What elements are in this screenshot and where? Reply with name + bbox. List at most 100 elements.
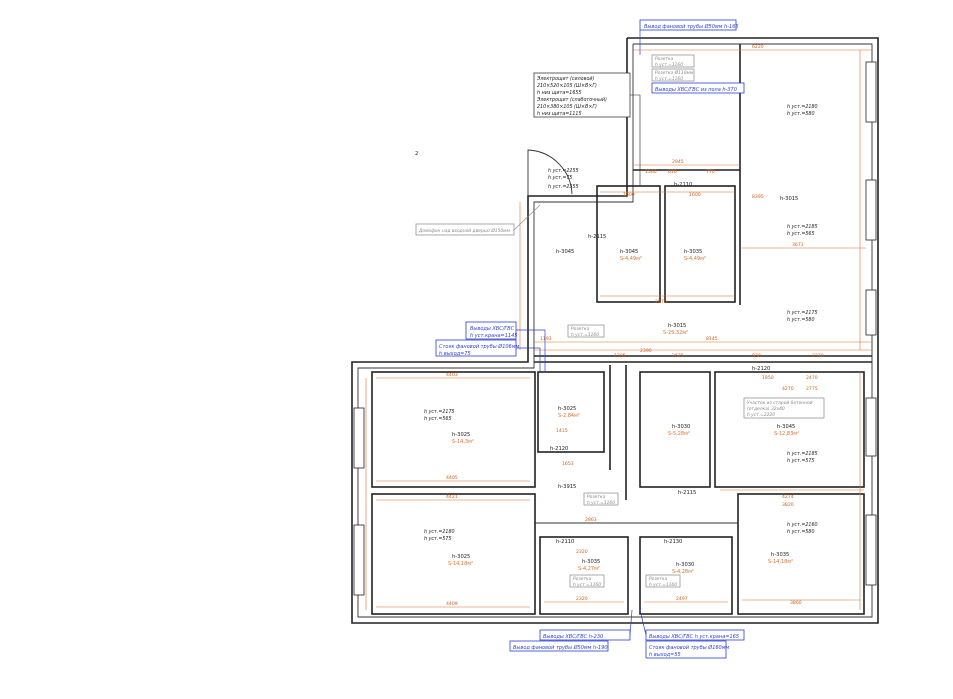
window-6 [353,407,365,469]
svg-text:h уст.=2175: h уст.=2175 [424,409,455,415]
callout-bottom-right-fan: Стояк фановой трубы Ø160мм h выход=55 [645,640,730,659]
dim-label: 4274 [782,494,794,500]
svg-text:S-25,32м²: S-25,32м² [663,330,688,336]
windows [353,61,877,596]
room-corridor-entry: h-3045 [556,249,574,255]
callout-door-video: Домофон над входной дверью Ø150мм [415,204,541,236]
dim-label: 2675 [672,353,684,359]
height-mark: h-2130 [664,539,682,545]
dim-label: 2945 [672,159,684,165]
svg-text:h уст.=2175: h уст.=2175 [787,310,818,316]
svg-text:h-3015: h-3015 [780,196,798,202]
svg-text:h уст.=575: h уст.=575 [424,536,452,542]
dim-label: 1653 [562,461,574,467]
callout-mid-hvs: Выводы ХВС/ГВС h уст.крана=1145 [465,321,546,372]
svg-text:h-3025: h-3025 [558,406,576,412]
svg-text:h-3045: h-3045 [556,249,574,255]
svg-text:210×520×105 (Ш×В×Г): 210×520×105 (Ш×В×Г) [537,83,597,89]
room-corridor-mid: h-3915 [558,484,576,490]
dim-label: 2570 [655,299,667,305]
dim-label: 2320 [576,596,588,602]
svg-text:Стояк фановой трубы Ø160мм: Стояк фановой трубы Ø160мм [649,644,730,651]
svg-text:S-4,49м²: S-4,49м² [684,256,706,262]
svg-text:S-14,3м²: S-14,3м² [452,439,474,445]
svg-text:h уст.крана=1145: h уст.крана=1145 [470,333,517,339]
entrance-door [527,149,573,196]
callout-top-pipe: Вывод фановой трубы Ø50мм h-165 [639,19,739,55]
svg-text:S-12,83м²: S-12,83м² [774,431,799,437]
svg-text:h уст.=1160: h уст.=1160 [655,62,683,68]
svg-text:h уст.=2180: h уст.=2180 [787,104,818,110]
svg-text:h низ щита=1655: h низ щита=1655 [537,90,582,96]
svg-text:h-3035: h-3035 [771,552,789,558]
callout-bottom-right-hvs: Выводы ХВС/ГВС h уст.крана=165 [639,609,745,641]
svg-text:Электрощит (силовой): Электрощит (силовой) [536,76,594,82]
height-mark: h-2115 [678,490,696,496]
window-2 [865,179,877,241]
svg-text:S-4,49м²: S-4,49м² [620,256,642,262]
svg-text:h уст.=565: h уст.=565 [424,416,452,422]
svg-text:Выводы ХВС/ГВС: Выводы ХВС/ГВС [470,326,515,332]
svg-text:h-3035: h-3035 [684,249,702,255]
callout-socket-bath-3: Розетка h уст.=1160 [645,574,681,588]
dim-label: 1560 [645,169,657,175]
dim-label: 2863 [585,517,597,523]
svg-text:h-3025: h-3025 [452,554,470,560]
dim-label: 1193 [540,336,552,342]
svg-text:h уст.=2255: h уст.=2255 [548,168,579,174]
svg-text:h-3030: h-3030 [672,424,690,430]
svg-text:h уст.=2220: h уст.=2220 [747,412,775,418]
window-7 [353,524,365,596]
height-mark: h-2120 [550,446,568,452]
svg-text:h уст.=2185: h уст.=2185 [787,224,818,230]
svg-text:S-5,28м²: S-5,28м² [668,431,690,437]
svg-text:h-3025: h-3025 [452,432,470,438]
svg-text:h уст.=1160: h уст.=1160 [573,582,601,588]
svg-text:Розетка: Розетка [573,576,592,582]
svg-text:Вывод фановой трубы Ø50мм h-16: Вывод фановой трубы Ø50мм h-165 [644,23,739,30]
dim-label: 930 [752,353,761,359]
dim-label: 3673 [792,242,804,248]
dimension-lines [365,49,872,610]
height-mark: h-2110 [556,539,574,545]
svg-text:S-2,84м²: S-2,84м² [558,413,580,419]
dimension-labels: 6220 2945 1560 610 770 1600 1600 2570 81… [446,44,824,607]
svg-text:Выводы ХВС/ГВС h-230: Выводы ХВС/ГВС h-230 [543,634,603,640]
svg-text:h уст.=2180: h уст.=2180 [424,529,455,535]
callout-socket-top: Розетка h уст.=1160 [651,54,695,68]
dim-label: 6220 [752,44,764,50]
dim-label: 2370 [812,353,824,359]
window-4 [865,397,877,457]
svg-text:h уст.=1160: h уст.=1160 [587,500,615,506]
window-5 [865,514,877,586]
dim-label: 610 [668,169,677,175]
svg-text:h уст.=1160: h уст.=1160 [649,582,677,588]
svg-text:h низ щита=1115: h низ щита=1115 [537,111,582,117]
callout-concrete: Участок из старой бетонной (отделка) 32x… [743,397,825,419]
svg-text:h уст.=580: h уст.=580 [787,529,815,535]
svg-text:h выход=75: h выход=75 [439,351,471,357]
svg-text:h уст.=2185: h уст.=2185 [787,451,818,457]
svg-text:S-14,18м²: S-14,18м² [768,559,793,565]
height-mark: h-2120 [752,366,770,372]
svg-text:Розетка: Розетка [571,326,590,332]
svg-text:h-3915: h-3915 [558,484,576,490]
height-mark: h-2110 [674,182,692,188]
room-hall-upper: h-3015 [780,196,798,202]
callout-bottom-hvs: Выводы ХВС/ГВС h-230 [539,609,633,641]
svg-text:h уст.=75: h уст.=75 [548,175,572,181]
dim-label: 2320 [576,549,588,555]
